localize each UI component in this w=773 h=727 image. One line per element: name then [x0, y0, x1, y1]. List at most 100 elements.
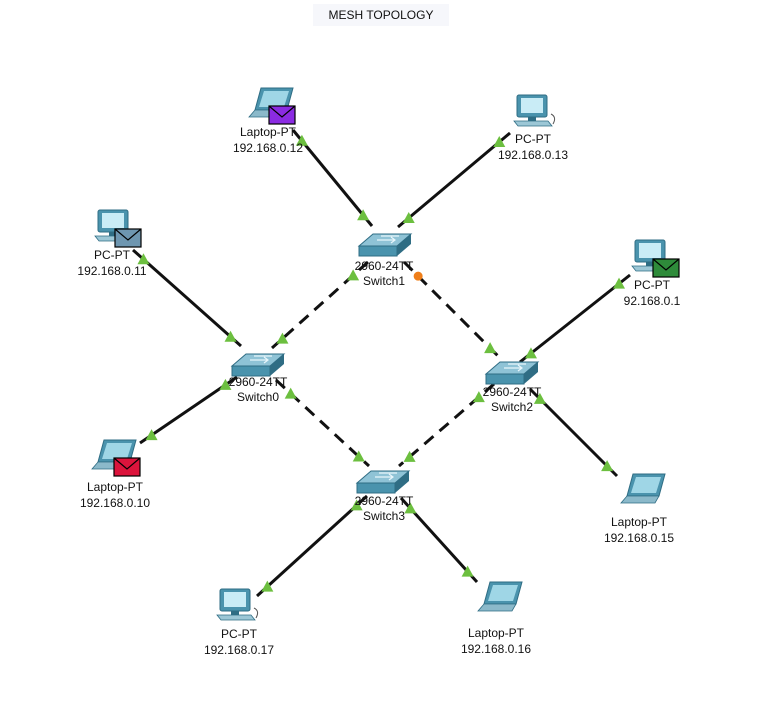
pc-keyboard: [216, 614, 256, 621]
link-status-up: [284, 387, 297, 399]
switch-sw2[interactable]: [484, 361, 540, 385]
link-lap15-sw2[interactable]: [528, 387, 619, 478]
device-type-label: PC-PT: [94, 248, 131, 262]
pdu-envelope-red-icon[interactable]: [113, 457, 141, 477]
link-status-up: [613, 277, 626, 289]
link-status-up: [461, 565, 474, 577]
link-lap16-sw3[interactable]: [399, 496, 479, 584]
device-ip-label: 192.168.0.11: [77, 264, 147, 278]
pc-screen: [639, 243, 661, 258]
link-pc13-sw1[interactable]: [397, 131, 511, 229]
device-ip-label: 192.168.0.16: [461, 642, 531, 656]
link-lap10-sw0[interactable]: [139, 375, 238, 445]
switch-side: [397, 234, 411, 256]
switch-model-label: 2960-24TT: [229, 375, 288, 389]
envelope-flap: [113, 457, 141, 470]
pc-screen: [224, 592, 246, 607]
pc-pc13[interactable]: [513, 94, 556, 127]
switch-arrows-icon: [250, 355, 272, 364]
switch-front: [358, 245, 398, 257]
device-type-label: PC-PT: [634, 278, 671, 292]
envelope-flap: [114, 228, 142, 241]
envelope-flap: [268, 105, 296, 118]
switch-arrows-icon: [375, 472, 397, 481]
link-pc17-sw3[interactable]: [255, 494, 369, 598]
laptop-lap16[interactable]: [477, 581, 523, 612]
pdu-envelope-purple-icon[interactable]: [268, 105, 296, 125]
device-type-label: Laptop-PT: [87, 480, 144, 494]
pc-mouse-cable: [253, 607, 259, 619]
link-cable[interactable]: [255, 494, 369, 598]
link-status-up: [224, 330, 237, 342]
pdu-envelope-green-icon[interactable]: [652, 258, 680, 278]
pdu-envelope-blue-icon[interactable]: [114, 228, 142, 248]
device-ip-label: 192.168.0.13: [498, 148, 568, 162]
link-cable[interactable]: [132, 248, 242, 348]
switch-name-label: Switch1: [363, 274, 405, 288]
switch-name-label: Switch2: [491, 400, 533, 414]
link-status-up: [493, 136, 506, 148]
link-cable[interactable]: [291, 129, 374, 227]
device-ip-label: 192.168.0.17: [204, 643, 274, 657]
links-layer: [132, 129, 631, 598]
switch-front: [485, 373, 525, 385]
link-status-up: [295, 134, 308, 146]
device-type-label: PC-PT: [221, 627, 258, 641]
switch-side: [395, 471, 409, 493]
pc-stand: [231, 611, 239, 615]
link-status-up: [403, 450, 416, 462]
link-status-up: [145, 429, 158, 441]
link-status-up: [219, 378, 232, 390]
link-status-up: [484, 342, 497, 354]
link-status-up: [357, 209, 370, 221]
link-sw0-sw3[interactable]: [274, 378, 371, 468]
link-status-up: [533, 392, 546, 404]
link-pc11-sw0[interactable]: [132, 248, 242, 348]
link-cable[interactable]: [397, 131, 511, 229]
link-cable[interactable]: [519, 273, 631, 364]
link-status-up: [276, 332, 289, 344]
switch-sw1[interactable]: [357, 233, 413, 257]
page-title: MESH TOPOLOGY: [313, 4, 449, 26]
switch-model-label: 2960-24TT: [483, 385, 542, 399]
link-status-up: [601, 460, 614, 472]
laptop-base: [620, 495, 660, 504]
link-sw1-sw0[interactable]: [270, 260, 370, 350]
switch-sw0[interactable]: [230, 353, 286, 377]
laptop-lap15[interactable]: [620, 473, 666, 504]
device-ip-label: 92.168.0.1: [624, 294, 681, 308]
envelope-body: [113, 457, 141, 477]
switch-model-label: 2960-24TT: [355, 259, 414, 273]
link-status-up: [402, 211, 415, 223]
pc-pc17[interactable]: [216, 588, 259, 621]
laptop-base: [477, 603, 517, 612]
switch-side: [524, 362, 538, 384]
pc-stand: [646, 262, 654, 266]
device-type-label: Laptop-PT: [240, 125, 297, 139]
link-pc14-sw2[interactable]: [519, 273, 631, 364]
laptop-screen: [631, 477, 661, 493]
switch-sw3[interactable]: [355, 470, 411, 494]
envelope-body: [268, 105, 296, 125]
link-sw2-sw3[interactable]: [398, 382, 495, 468]
link-sw1-sw2[interactable]: [402, 260, 502, 360]
switch-model-label: 2960-24TT: [355, 494, 414, 508]
device-ip-label: 192.168.0.10: [80, 496, 150, 510]
pc-screen: [102, 213, 124, 228]
link-status-up: [137, 253, 150, 265]
switch-front: [356, 482, 396, 494]
link-status-up: [350, 499, 363, 511]
laptop-screen: [488, 585, 518, 601]
link-lap12-sw1[interactable]: [291, 129, 374, 227]
envelope-body: [652, 258, 680, 278]
link-status-up: [472, 391, 485, 403]
switch-name-label: Switch3: [363, 509, 405, 523]
switch-arrows-icon: [504, 363, 526, 372]
device-ip-label: 192.168.0.15: [604, 531, 674, 545]
pc-stand: [528, 117, 536, 121]
device-ip-label: 192.168.0.12: [233, 141, 303, 155]
link-status-up: [404, 502, 417, 514]
laptop-screen: [102, 443, 132, 459]
